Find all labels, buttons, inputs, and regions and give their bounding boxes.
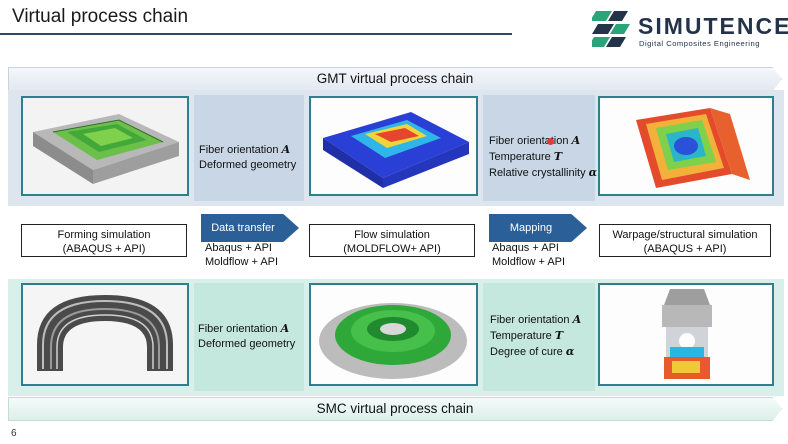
smc-transfer-panel bbox=[194, 283, 304, 391]
smc-flow-image bbox=[309, 283, 478, 386]
mapping-sub2: Moldflow + API bbox=[492, 256, 566, 268]
gmt-t1-line2: Deformed geometry bbox=[199, 159, 297, 171]
gmt-flow-image bbox=[309, 96, 478, 196]
gmt-t2-var1: A bbox=[571, 134, 581, 147]
smc-t2-line2: Temperature bbox=[490, 330, 552, 342]
mapping-sub1: Abaqus + API bbox=[492, 242, 559, 254]
title-underline bbox=[0, 33, 512, 35]
smc-warpage-image bbox=[598, 283, 774, 386]
forming-stage-box: Forming simulation (ABAQUS + API) bbox=[21, 224, 187, 257]
gmt-t1-line1: Fiber orientation bbox=[199, 144, 279, 156]
gmt-t2-line2: Temperature bbox=[489, 151, 551, 163]
mapping-arrow: Mapping bbox=[489, 214, 587, 242]
smc-t1-var: A bbox=[280, 322, 290, 335]
data-transfer-arrow: Data transfer bbox=[201, 214, 299, 242]
flow-stage-title: Flow simulation bbox=[354, 229, 430, 241]
smc-t2-var3: α bbox=[565, 345, 575, 358]
smc-mapping-info: Fiber orientation A Temperature T Degree… bbox=[490, 312, 581, 360]
gmt-mapping-panel bbox=[483, 95, 595, 201]
gmt-forming-image bbox=[21, 96, 189, 196]
forming-stage-title: Forming simulation bbox=[57, 229, 151, 241]
data-transfer-sub1: Abaqus + API bbox=[205, 242, 272, 254]
smc-mapping-panel bbox=[483, 283, 595, 391]
smc-t2-line3: Degree of cure bbox=[490, 346, 563, 358]
warpage-stage-title: Warpage/structural simulation bbox=[612, 229, 758, 241]
data-transfer-sub2: Moldflow + API bbox=[205, 256, 279, 268]
slide-title: Virtual process chain bbox=[12, 6, 189, 27]
gmt-transfer-info: Fiber orientation A Deformed geometry bbox=[199, 142, 296, 173]
simutence-logo-icon bbox=[588, 9, 630, 51]
flow-stage-box: Flow simulation (MOLDFLOW+ API) bbox=[309, 224, 475, 257]
smc-transfer-info: Fiber orientation A Deformed geometry bbox=[198, 321, 295, 352]
smc-t1-line1: Fiber orientation bbox=[198, 323, 278, 335]
data-transfer-tools: Abaqus + API Moldflow + API bbox=[205, 241, 278, 269]
mapping-tools: Abaqus + API Moldflow + API bbox=[492, 241, 565, 269]
gmt-t2-line3: Relative crystallinity bbox=[489, 167, 586, 179]
mapping-label: Mapping bbox=[509, 222, 553, 234]
brand-tagline: Digital Composites Engineering bbox=[639, 39, 760, 48]
gmt-warpage-image bbox=[598, 96, 774, 196]
smc-t2-line1: Fiber orientation bbox=[490, 314, 570, 326]
warpage-stage-box: Warpage/structural simulation (ABAQUS + … bbox=[599, 224, 771, 257]
gmt-mapping-info: Fiber orientation A Temperature T Relati… bbox=[489, 133, 597, 181]
smc-t1-line2: Deformed geometry bbox=[198, 338, 296, 350]
smc-chain-banner: SMC virtual process chain bbox=[8, 397, 782, 421]
data-transfer-label: Data transfer bbox=[211, 222, 275, 234]
pointer-dot-icon bbox=[547, 138, 554, 145]
flow-stage-tool: (MOLDFLOW+ API) bbox=[343, 243, 441, 255]
forming-stage-tool: (ABAQUS + API) bbox=[62, 243, 146, 255]
smc-t2-var2: T bbox=[554, 329, 564, 342]
brand-name: SIMUTENCE bbox=[638, 13, 788, 39]
gmt-t1-var: A bbox=[281, 143, 291, 156]
gmt-t2-var3: α bbox=[588, 166, 598, 179]
gmt-t2-var2: T bbox=[553, 150, 563, 163]
gmt-transfer-panel bbox=[194, 95, 304, 201]
smc-forming-image bbox=[21, 283, 189, 386]
gmt-chain-banner: GMT virtual process chain bbox=[8, 67, 782, 91]
page-number: 6 bbox=[11, 428, 17, 439]
gmt-t2-line1: Fiber orientation bbox=[489, 135, 569, 147]
smc-t2-var1: A bbox=[572, 313, 582, 326]
warpage-stage-tool: (ABAQUS + API) bbox=[643, 243, 727, 255]
